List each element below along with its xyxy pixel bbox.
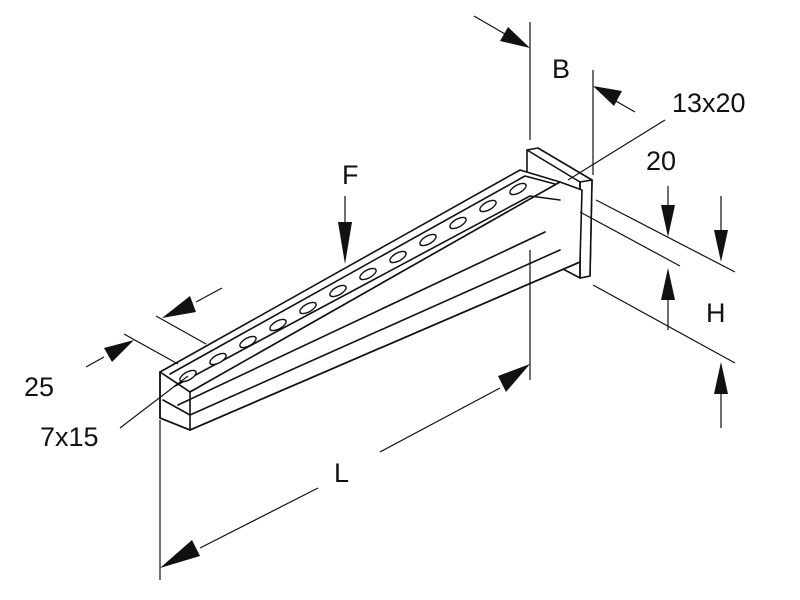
arrow-icon [661,268,675,300]
dimension-b [473,15,636,175]
leader-7x15 [119,375,189,429]
dimension-25 [85,287,223,368]
dimension-20-h [579,186,736,428]
label-h: H [706,298,726,328]
label-25: 25 [24,372,54,402]
bracket-arm [159,169,583,431]
arrow-icon [162,296,196,318]
arrow-icon [498,364,530,392]
label-f: F [342,160,359,190]
label-b: B [552,54,570,84]
arrow-icon [160,540,200,568]
leader-13x20 [567,119,666,181]
arrow-icon [661,205,675,237]
arrow-icon [714,230,728,262]
dimension-l [159,250,531,580]
force-arrow-f [338,196,352,264]
label-7x15: 7x15 [40,422,99,452]
arrow-icon [593,86,622,106]
label-l: L [334,458,349,488]
arrow-icon [338,222,352,264]
label-20: 20 [646,146,676,176]
label-13x20: 13x20 [672,88,746,118]
arrow-icon [104,340,134,362]
arrow-icon [500,27,530,48]
arrow-icon [714,362,728,394]
